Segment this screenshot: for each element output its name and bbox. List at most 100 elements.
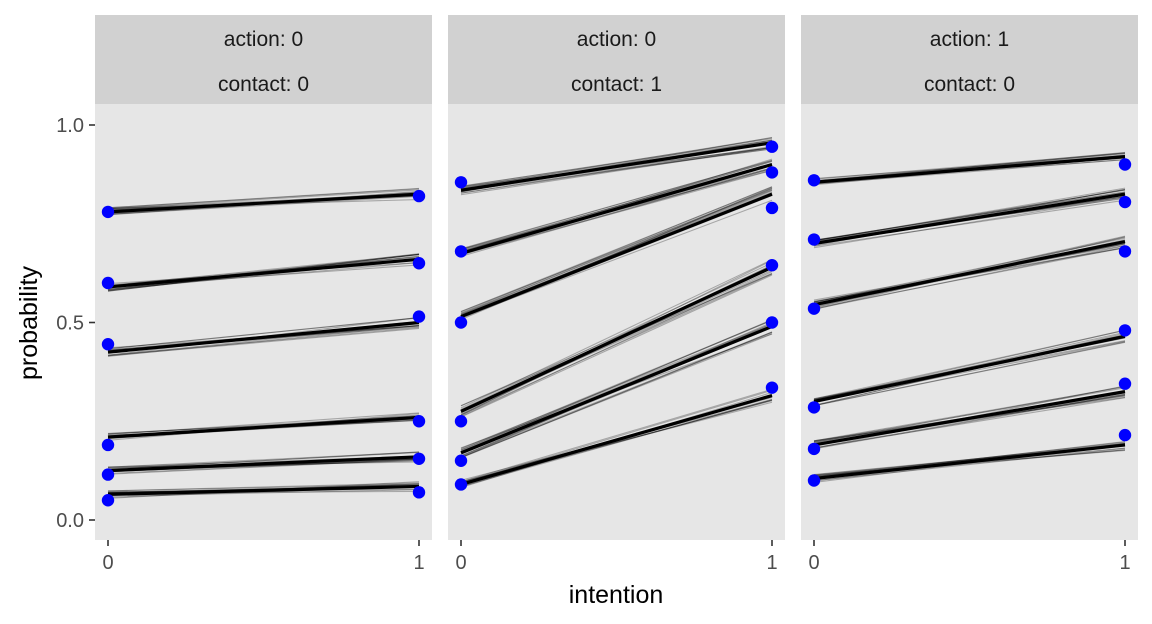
sample-line (813, 329, 1126, 401)
data-point (101, 276, 115, 290)
data-point (765, 259, 779, 272)
sample-line (460, 331, 773, 458)
data-point (765, 201, 779, 215)
facet-panel-1: action: 0 contact: 0 (95, 15, 432, 540)
sample-line (107, 489, 420, 497)
sample-line (460, 389, 773, 484)
sample-line (460, 159, 773, 250)
y-tick-label: 0.0 (56, 510, 84, 532)
sample-line (460, 169, 773, 256)
sample-line (460, 167, 773, 257)
sample-line (107, 317, 420, 350)
data-point (412, 189, 426, 203)
sample-line (107, 412, 420, 436)
facet-strip-label-top: action: 0 (577, 28, 656, 51)
sample-line (813, 246, 1126, 309)
x-tick-label: 1 (1119, 552, 1130, 574)
sample-line (460, 273, 773, 416)
sample-line (460, 398, 773, 488)
sample-line (813, 441, 1126, 478)
series-line-6 (813, 155, 1126, 184)
series-line-3 (813, 334, 1126, 404)
sample-line (813, 189, 1126, 242)
data-point (807, 401, 821, 414)
sample-line (460, 139, 773, 187)
y-tick-label: 0.5 (56, 313, 84, 335)
sample-line (460, 199, 773, 319)
sample-line (460, 331, 773, 459)
sample-line (813, 329, 1126, 400)
sample-line (460, 147, 773, 194)
sample-line (460, 259, 773, 409)
sample-line (107, 483, 420, 492)
sample-line (813, 341, 1126, 407)
series-line-3 (460, 265, 773, 413)
sample-line (460, 319, 773, 451)
y-tick-label: 1.0 (56, 115, 84, 137)
x-tick-label: 1 (766, 552, 777, 574)
x-tick-label: 1 (413, 552, 424, 574)
series-line-2 (813, 390, 1126, 447)
sample-line (813, 394, 1126, 450)
sample-line (813, 187, 1126, 242)
data-point (101, 438, 115, 452)
sample-line (460, 388, 773, 483)
data-point (454, 176, 468, 189)
sample-line (460, 187, 773, 315)
sample-line (813, 152, 1126, 180)
sample-line (460, 324, 773, 451)
sample-line (107, 451, 420, 468)
facet-strip (448, 15, 785, 104)
data-point (101, 338, 115, 351)
sample-line (813, 189, 1126, 242)
sample-line (813, 447, 1126, 482)
sample-line (107, 187, 420, 209)
sample-line (813, 385, 1126, 444)
sample-line (107, 327, 420, 357)
facet-panels: action: 0 contact: 0 action: 0 contact: 1 ac… (95, 15, 1138, 540)
data-point (412, 486, 426, 499)
series-line-5 (107, 257, 420, 289)
facet-strip-label-bottom: contact: 0 (218, 73, 309, 96)
series-line-1 (460, 394, 773, 486)
data-point (1118, 428, 1132, 442)
data-point (412, 415, 426, 428)
y-axis-title: probability (15, 266, 43, 380)
facet-strip-label-bottom: contact: 1 (571, 73, 662, 96)
sample-line (460, 145, 773, 194)
sample-line (107, 189, 420, 210)
data-point (1118, 324, 1132, 337)
sample-line (107, 458, 420, 475)
data-point (101, 494, 115, 507)
data-point (765, 140, 779, 153)
series-line-4 (813, 239, 1126, 307)
facet-strip (801, 15, 1138, 104)
sample-line (813, 442, 1126, 477)
data-point (454, 478, 468, 491)
data-point (454, 415, 468, 428)
x-axis-title: intention (569, 581, 664, 609)
sample-line (813, 393, 1126, 449)
sample-line (460, 159, 773, 250)
data-point (1118, 245, 1132, 258)
sample-line (460, 323, 773, 449)
data-point (765, 381, 779, 394)
sample-line (813, 196, 1126, 249)
data-point (807, 174, 821, 187)
series-line-4 (460, 192, 773, 319)
data-point (765, 166, 779, 179)
facet-strip (95, 15, 432, 104)
facet-strip-label-top: action: 0 (224, 28, 303, 51)
series-line-4 (107, 320, 420, 354)
sample-line (460, 189, 773, 315)
data-point (807, 442, 821, 456)
sample-line (813, 237, 1126, 303)
sample-line (813, 387, 1126, 443)
sample-line (813, 191, 1126, 241)
sample-line (460, 186, 773, 313)
sample-line (107, 451, 420, 470)
sample-line (107, 317, 420, 350)
sample-line (107, 482, 420, 492)
series-line-5 (813, 192, 1126, 246)
